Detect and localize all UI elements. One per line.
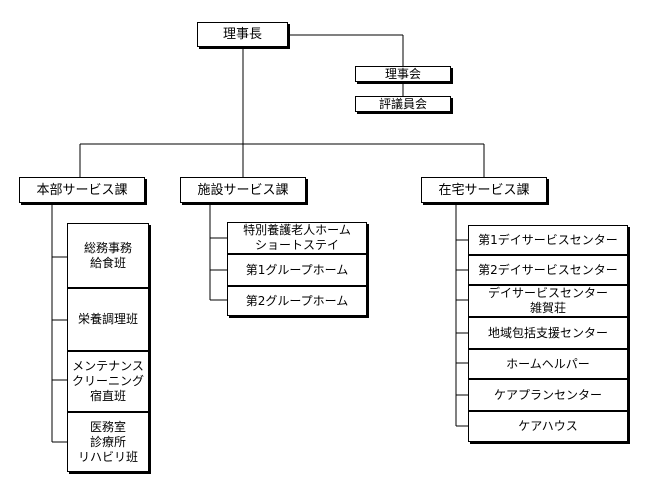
unit-group-home-1: 第1グループホーム xyxy=(227,254,367,286)
unit-nursing-home: 特別養護老人ホーム ショートステイ xyxy=(227,222,367,254)
dept-home-services: 在宅サービス課 xyxy=(421,177,547,203)
unit-day-service-1: 第1デイサービスセンター xyxy=(468,225,628,255)
unit-home-helper: ホームヘルパー xyxy=(468,349,628,379)
dept-headquarters-services: 本部サービス課 xyxy=(19,177,145,203)
unit-medical: 医務室 診療所 リハビリ班 xyxy=(67,412,149,472)
council-box: 評議員会 xyxy=(355,96,451,112)
unit-care-house: ケアハウス xyxy=(468,411,628,442)
unit-community-support: 地域包括支援センター xyxy=(468,317,628,349)
dept-facility-services: 施設サービス課 xyxy=(180,177,306,203)
unit-maintenance: メンテナンス クリーニング 宿直班 xyxy=(67,351,149,412)
unit-day-service-saigaso: デイサービスセンター 雑賀荘 xyxy=(468,285,628,317)
unit-care-plan: ケアプランセンター xyxy=(468,379,628,411)
board-box: 理事会 xyxy=(355,66,451,82)
unit-general-affairs: 総務事務 給食班 xyxy=(67,223,149,288)
chairman-box: 理事長 xyxy=(197,22,288,47)
unit-day-service-2: 第2デイサービスセンター xyxy=(468,255,628,285)
unit-nutrition-cooking: 栄養調理班 xyxy=(67,288,149,351)
unit-group-home-2: 第2グループホーム xyxy=(227,286,367,316)
